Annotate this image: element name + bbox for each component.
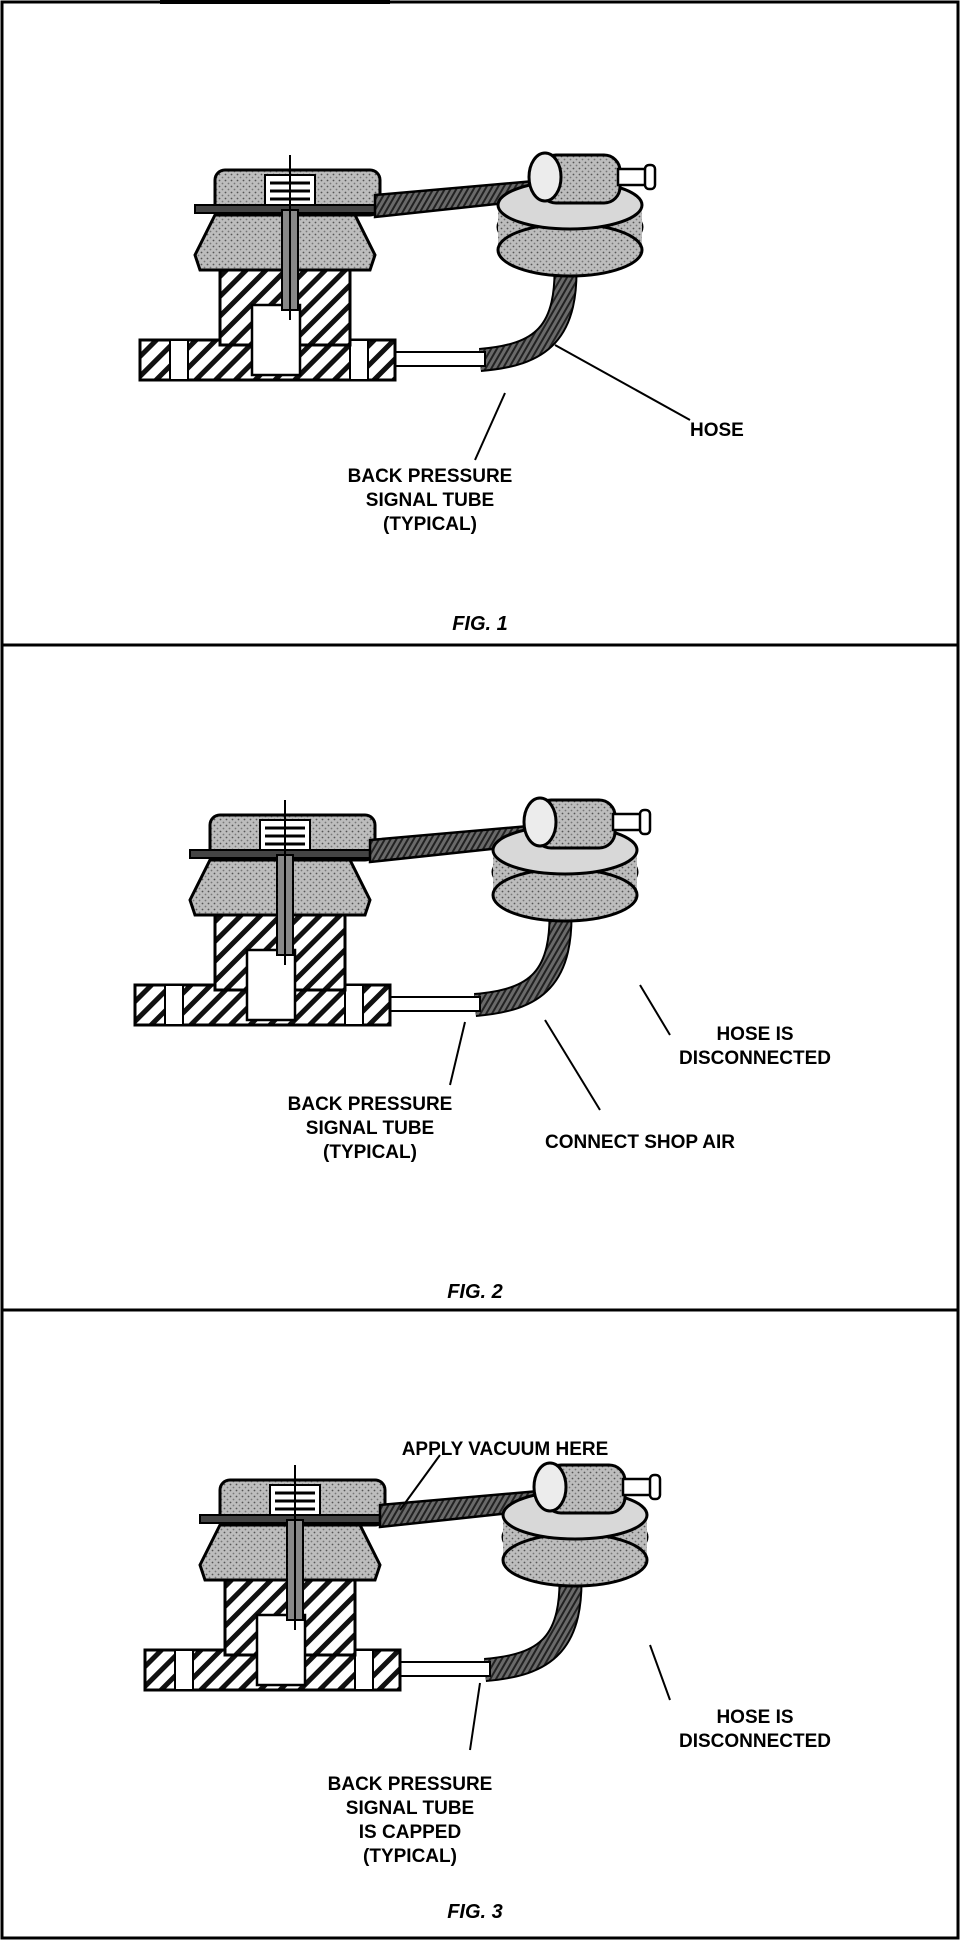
hose-label: HOSE [690,420,744,441]
tube-label-line1: BACK PRESSURE [288,1094,453,1115]
valve-assembly-3 [145,1463,660,1690]
hose-disconnected-line1: HOSE IS [716,1024,793,1045]
connect-shop-air-label: CONNECT SHOP AIR [545,1132,735,1153]
tube-label-line3: IS CAPPED [359,1822,461,1843]
tube-label-line1: BACK PRESSURE [328,1774,493,1795]
figure-1: HOSE BACK PRESSURE SIGNAL TUBE (TYPICAL)… [140,153,744,635]
figure-caption-2: FIG. 2 [447,1281,503,1303]
tube-label-line2: SIGNAL TUBE [306,1118,434,1139]
valve-assembly-2 [135,798,650,1025]
figure-3: APPLY VACUUM HERE HOSE IS DISCONNECTED B… [145,1439,831,1923]
figure-2: HOSE IS DISCONNECTED BACK PRESSURE SIGNA… [135,798,831,1303]
tube-label-line3: (TYPICAL) [383,514,477,535]
figure-caption-3: FIG. 3 [447,1901,503,1923]
apply-vacuum-label: APPLY VACUUM HERE [402,1439,609,1460]
tube-label-line2: SIGNAL TUBE [366,490,494,511]
figure-caption-1: FIG. 1 [452,613,508,635]
tube-label-line3: (TYPICAL) [323,1142,417,1163]
tube-label-line1: BACK PRESSURE [348,466,513,487]
hose-disconnected-line1: HOSE IS [716,1707,793,1728]
tube-label-line2: SIGNAL TUBE [346,1798,474,1819]
valve-assembly-1 [140,153,655,380]
hose-disconnected-line2: DISCONNECTED [679,1048,831,1069]
tube-label-line4: (TYPICAL) [363,1846,457,1867]
hose-disconnected-line2: DISCONNECTED [679,1731,831,1752]
